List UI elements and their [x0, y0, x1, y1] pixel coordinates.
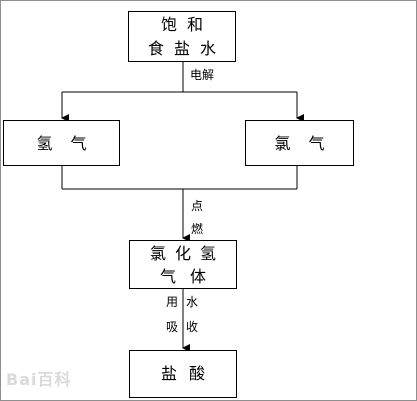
- edge-label-absorb-line1: 用水: [166, 295, 207, 309]
- node-hydrogen: 氢气: [3, 120, 120, 166]
- edge-label-electrolysis: 电解: [190, 68, 215, 82]
- edge-label-absorb-line2: 吸收: [166, 320, 207, 334]
- node-hydrochloric-acid: 盐酸: [129, 350, 237, 398]
- node-hydrochloric-acid-label: 盐酸: [160, 364, 217, 383]
- edge-label-ignite-line1: 点: [191, 199, 204, 213]
- node-hydrogen-label: 氢气: [36, 134, 105, 153]
- node-saturated-brine-line1: 饱和: [160, 15, 213, 34]
- edge-label-ignite-line2: 燃: [191, 222, 204, 236]
- baidu-watermark: Bai百科: [6, 370, 72, 389]
- node-hydrogen-chloride-gas-line1: 氯化氢: [149, 244, 225, 263]
- node-saturated-brine-line2: 食盐水: [147, 39, 226, 58]
- node-hydrogen-chloride-gas: 氯化氢 气体: [129, 240, 237, 289]
- node-chlorine-label: 氯气: [274, 134, 343, 153]
- node-saturated-brine: 饱和 食盐水: [128, 11, 236, 62]
- node-chlorine: 氯气: [245, 120, 354, 166]
- node-hydrogen-chloride-gas-line2: 气体: [159, 267, 220, 286]
